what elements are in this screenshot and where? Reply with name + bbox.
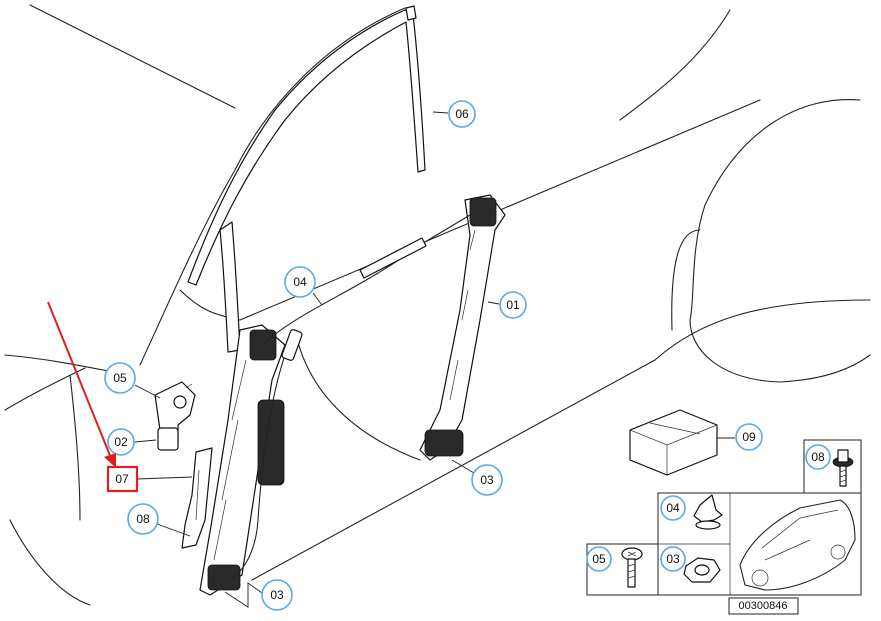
callout-03-upper[interactable]: 03 — [451, 459, 503, 496]
key-car-thumbnail — [739, 499, 856, 591]
key-bolt-08-label: 08 — [811, 450, 825, 464]
callout-02-label: 02 — [114, 435, 128, 449]
callout-03-lower[interactable]: 03 — [224, 579, 293, 611]
key-screw-05-label: 05 — [592, 552, 606, 566]
callout-03-upper-label: 03 — [480, 473, 494, 487]
key-clip-04[interactable]: 04 — [660, 494, 723, 530]
key-clip-04-label: 04 — [666, 501, 680, 515]
callout-04-label: 04 — [293, 275, 307, 289]
callout-05[interactable]: 05 — [104, 362, 161, 399]
callout-06-label: 06 — [455, 107, 469, 121]
callout-05-label: 05 — [113, 371, 127, 385]
key-nut-03[interactable]: 03 — [660, 546, 721, 583]
window-regulator — [199, 194, 506, 596]
window-guide-rail — [187, 5, 426, 353]
callout-03-lower-label: 03 — [270, 588, 284, 602]
callout-06[interactable]: 06 — [432, 100, 476, 128]
key-nut-03-label: 03 — [666, 552, 680, 566]
window-motor — [154, 381, 196, 451]
callout-09[interactable]: 09 — [717, 423, 763, 451]
key-bolt-08[interactable]: 08 — [805, 444, 854, 487]
callout-08-label: 08 — [136, 512, 150, 526]
guide-bracket — [181, 447, 213, 549]
callout-07-label: 07 — [115, 472, 129, 486]
key-screw-05[interactable]: 05 — [586, 546, 643, 588]
diagram-number: 00300846 — [728, 597, 799, 615]
diagram-number-label: 00300846 — [739, 600, 788, 612]
callout-08[interactable]: 08 — [127, 503, 191, 537]
callout-07-highlight — [106, 465, 139, 493]
callout-01[interactable]: 01 — [487, 291, 527, 319]
hardware-key: 08 04 05 03 — [586, 439, 862, 596]
callout-01-label: 01 — [506, 298, 520, 312]
callout-02[interactable]: 02 — [107, 428, 157, 456]
grease-package — [629, 409, 718, 476]
callout-04[interactable]: 04 — [284, 266, 323, 306]
callout-07[interactable]: 07 — [106, 465, 193, 493]
highlight-arrow — [47, 301, 116, 468]
callout-09-label: 09 — [742, 430, 756, 444]
